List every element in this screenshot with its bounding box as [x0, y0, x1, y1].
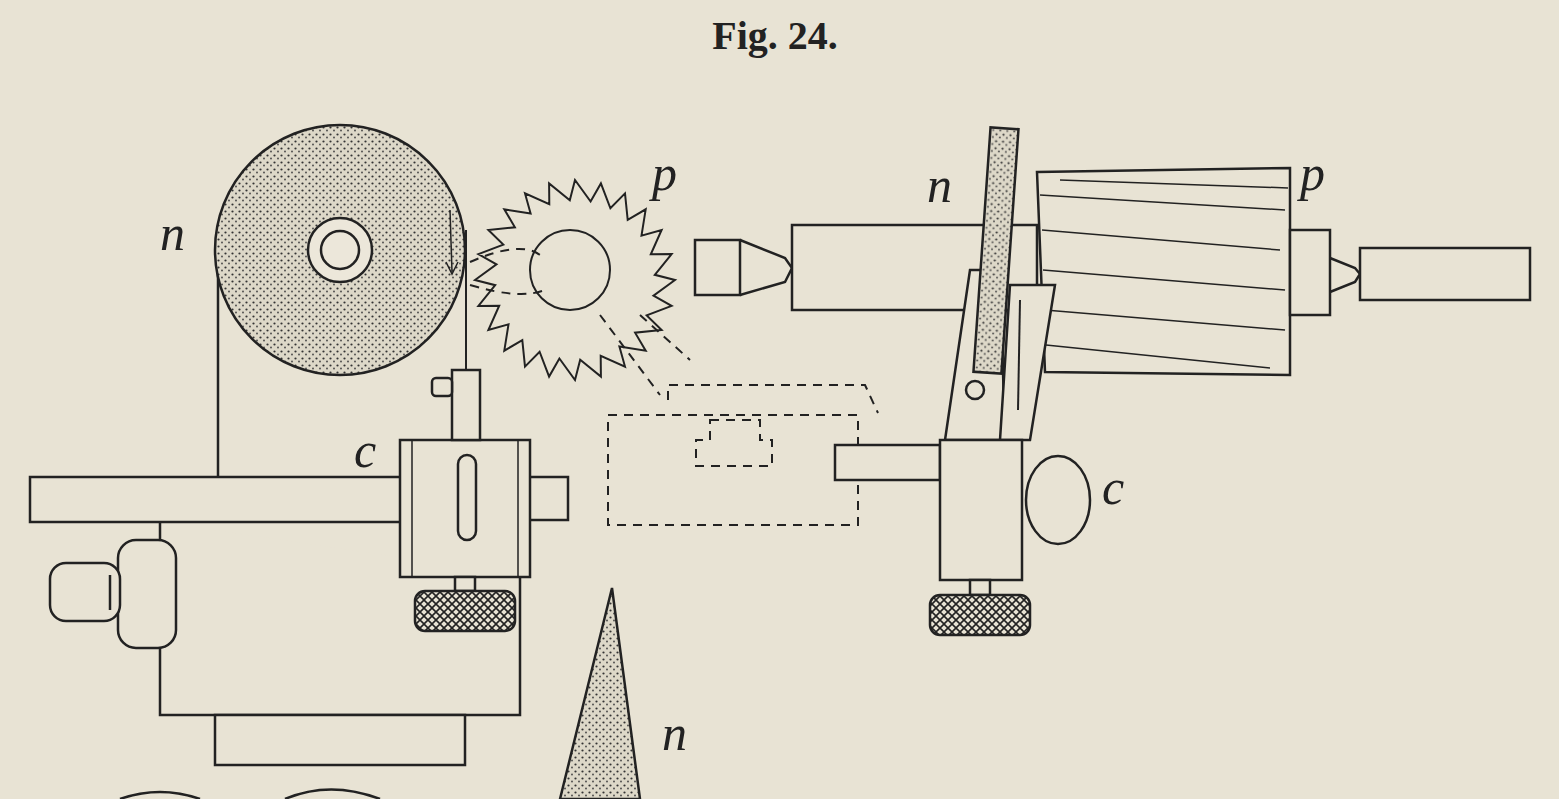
part-letter: n [660, 708, 689, 758]
figure-title: Fig. 24. [712, 16, 838, 56]
part-letter: p [650, 148, 679, 198]
part-letter: c [352, 425, 378, 475]
part-letter: n [158, 208, 187, 258]
left-view [30, 125, 878, 765]
part-letter: p [1298, 148, 1327, 198]
right-view [695, 127, 1530, 635]
part-letter: n [925, 160, 954, 210]
part-letter: c [1100, 462, 1126, 512]
lower-view [120, 588, 640, 799]
